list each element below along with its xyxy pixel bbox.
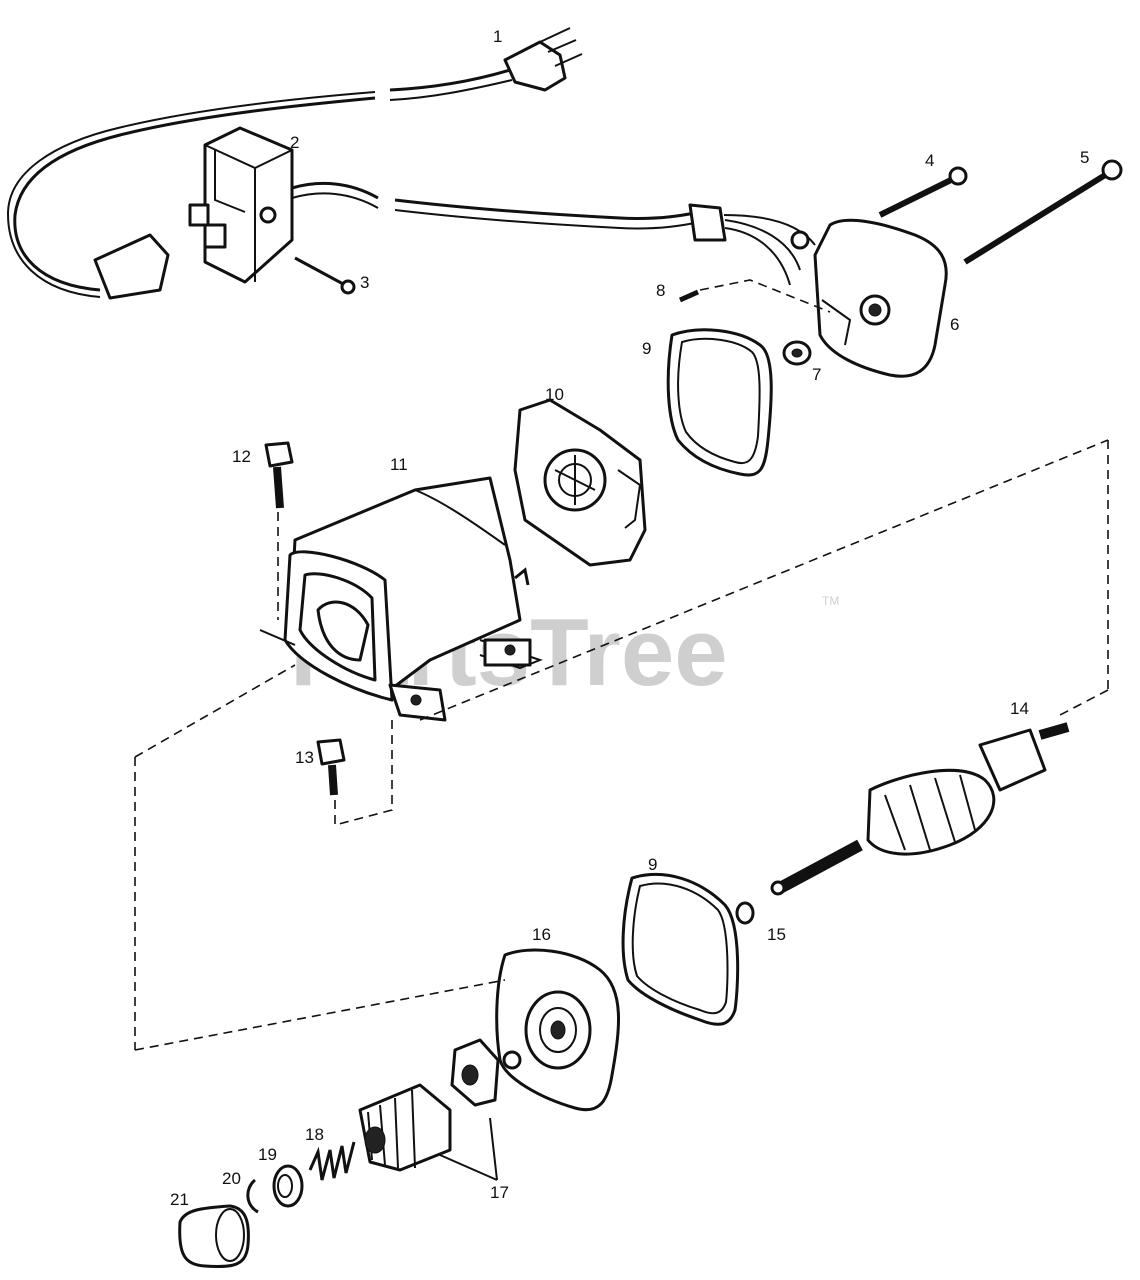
part-7-washer[interactable] xyxy=(782,340,812,366)
part-11-motor-housing[interactable] xyxy=(259,476,543,722)
callout-7: 7 xyxy=(812,365,821,384)
callout-9-upper: 9 xyxy=(642,339,651,358)
callout-20: 20 xyxy=(222,1169,241,1188)
alignment-lines xyxy=(134,439,1109,1051)
callout-13: 13 xyxy=(295,748,314,767)
callout-17: 17 xyxy=(490,1183,509,1202)
part-1-plug-cord[interactable] xyxy=(6,27,583,300)
callout-2: 2 xyxy=(290,133,299,152)
callout-3: 3 xyxy=(360,273,369,292)
callout-6: 6 xyxy=(950,315,959,334)
part-16-drive-end-cap[interactable] xyxy=(495,948,621,1112)
part-8-screw[interactable] xyxy=(678,279,831,313)
callout-16: 16 xyxy=(532,925,551,944)
part-9-gasket-lower[interactable] xyxy=(621,873,740,1026)
callout-12: 12 xyxy=(232,447,251,466)
part-21-cap[interactable] xyxy=(178,1204,250,1268)
watermark-trademark: TM xyxy=(822,594,839,608)
part-3-screw[interactable] xyxy=(294,256,356,295)
callout-15: 15 xyxy=(767,925,786,944)
callout-21: 21 xyxy=(170,1190,189,1209)
part-18-spring[interactable] xyxy=(308,1141,356,1181)
callout-8: 8 xyxy=(656,281,665,300)
part-20-retaining-ring[interactable] xyxy=(246,1178,259,1214)
callout-11: 11 xyxy=(390,455,408,474)
callout-9-lower: 9 xyxy=(648,855,657,874)
part-4-bolt[interactable] xyxy=(878,166,968,218)
part-15-washer[interactable] xyxy=(735,901,755,925)
part-13-bolt[interactable] xyxy=(316,715,393,827)
callout-5: 5 xyxy=(1080,148,1089,167)
part-5-through-bolt[interactable] xyxy=(963,159,1123,265)
part-19-collar[interactable] xyxy=(272,1164,304,1208)
part-17-pinion-assembly[interactable] xyxy=(358,1038,500,1181)
callout-10: 10 xyxy=(545,385,564,404)
part-2-switch-box[interactable] xyxy=(188,126,816,286)
callout-1: 1 xyxy=(493,27,502,46)
part-10-brush-plate[interactable] xyxy=(513,398,647,567)
part-14-armature[interactable] xyxy=(770,722,1070,896)
callout-19: 19 xyxy=(258,1145,277,1164)
callout-14: 14 xyxy=(1010,699,1029,718)
part-9-gasket-upper[interactable] xyxy=(666,328,773,477)
part-6-end-cap[interactable] xyxy=(813,218,948,378)
callout-4: 4 xyxy=(925,151,934,170)
part-12-bolt[interactable] xyxy=(264,441,294,620)
callout-18: 18 xyxy=(305,1125,324,1144)
